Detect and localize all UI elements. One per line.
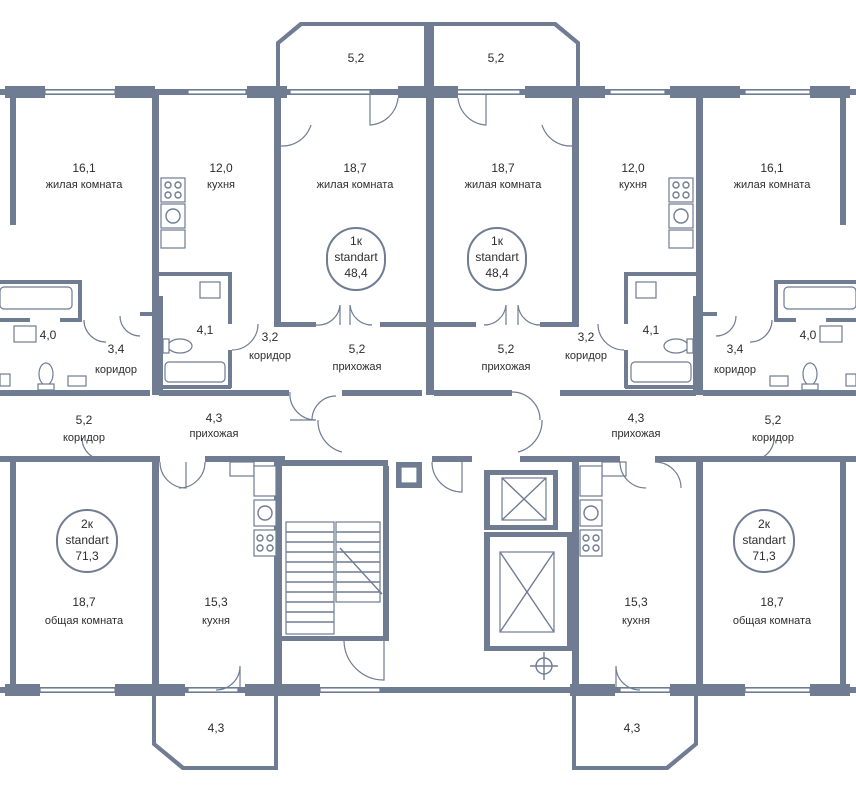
room-name: прихожая <box>332 361 381 373</box>
room-area: 3,2 <box>578 330 595 344</box>
apartment-badge: 1к standart 48,4 <box>326 227 386 291</box>
room-area: 4,3 <box>624 721 641 735</box>
room-area: 4,3 <box>628 411 645 425</box>
badge-type: 2к <box>81 517 94 531</box>
room-area: 15,3 <box>624 595 648 609</box>
room-name: жилая комната <box>734 179 812 191</box>
badge-series: standart <box>65 533 109 547</box>
room-name: коридор <box>752 432 794 444</box>
room-name: прихожая <box>481 361 530 373</box>
badge-series: standart <box>742 533 786 547</box>
room-area: 4,0 <box>800 328 817 342</box>
badge-total: 71,3 <box>752 549 776 563</box>
room-area: 5,2 <box>348 51 365 65</box>
apartment-badge: 1к standart 48,4 <box>467 227 527 291</box>
badge-type: 1к <box>491 234 504 248</box>
shaft-crosshair-icon <box>530 652 558 680</box>
room-name: общая комната <box>733 615 812 627</box>
badge-type: 1к <box>350 234 363 248</box>
badge-type: 2к <box>758 517 771 531</box>
room-area: 4,0 <box>40 328 57 342</box>
room-name: жилая комната <box>46 179 124 191</box>
room-name: коридор <box>565 350 607 362</box>
interior-walls <box>0 95 856 690</box>
room-area: 3,2 <box>262 330 279 344</box>
room-name: прихожая <box>189 428 238 440</box>
room-area: 5,2 <box>765 413 782 427</box>
bathtub-icon <box>0 286 856 383</box>
stove-icon <box>160 177 694 557</box>
room-name: общая комната <box>45 615 124 627</box>
room-area: 3,4 <box>108 342 125 356</box>
room-name: жилая комната <box>317 179 395 191</box>
elevator-icon <box>501 477 547 521</box>
room-name: кухня <box>622 615 650 627</box>
room-area: 4,3 <box>208 721 225 735</box>
room-name: коридор <box>63 432 105 444</box>
room-area: 18,7 <box>343 161 367 175</box>
badge-total: 48,4 <box>344 266 368 280</box>
elevator-icon <box>499 551 555 633</box>
trash-chute-icon <box>396 462 422 488</box>
room-area: 4,1 <box>197 323 214 337</box>
room-name: коридор <box>249 350 291 362</box>
room-name: коридор <box>714 364 756 376</box>
badge-series: standart <box>475 250 519 264</box>
washbasin-icon <box>0 281 856 387</box>
stair-icon <box>285 521 383 635</box>
room-area: 18,7 <box>491 161 515 175</box>
room-area: 4,1 <box>643 323 660 337</box>
room-area: 16,1 <box>760 161 784 175</box>
badge-series: standart <box>334 250 378 264</box>
room-name: жилая комната <box>465 179 543 191</box>
apartment-badge: 2к standart 71,3 <box>733 509 795 573</box>
room-area: 5,2 <box>76 413 93 427</box>
room-name: кухня <box>207 179 235 191</box>
room-name: кухня <box>202 615 230 627</box>
room-area: 4,3 <box>206 411 223 425</box>
room-area: 15,3 <box>204 595 228 609</box>
badge-total: 48,4 <box>485 266 509 280</box>
room-name: кухня <box>619 179 647 191</box>
top-bays <box>276 22 580 92</box>
toilet-icon <box>37 338 819 391</box>
badge-total: 71,3 <box>75 549 99 563</box>
room-area: 18,7 <box>760 595 784 609</box>
room-area: 18,7 <box>72 595 96 609</box>
room-name: прихожая <box>611 428 660 440</box>
room-labels: 5,2 5,2 16,1 жилая комната 12,0 кухня 18… <box>40 51 817 735</box>
room-name: коридор <box>95 364 137 376</box>
room-area: 12,0 <box>621 161 645 175</box>
room-area: 5,2 <box>488 51 505 65</box>
room-area: 12,0 <box>209 161 233 175</box>
room-area: 5,2 <box>349 342 366 356</box>
apartment-badge: 2к standart 71,3 <box>56 509 118 573</box>
door-swing-icon <box>81 95 775 691</box>
bottom-bays <box>152 690 698 770</box>
room-area: 16,1 <box>72 161 96 175</box>
room-area: 3,4 <box>727 342 744 356</box>
room-area: 5,2 <box>498 342 515 356</box>
